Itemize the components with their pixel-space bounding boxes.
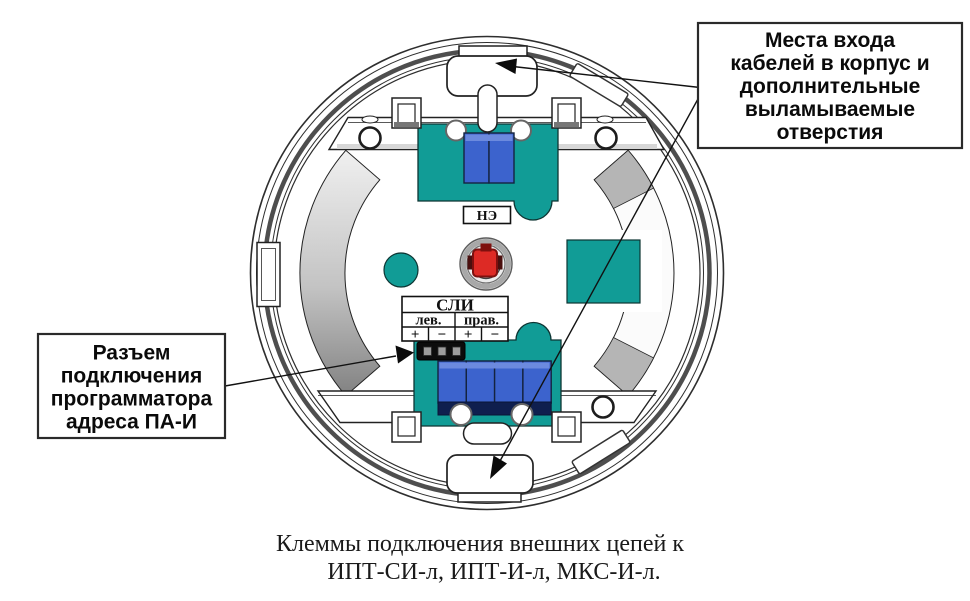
led-indicator [459, 237, 513, 291]
leader-lines [224, 65, 701, 462]
sli-title: СЛИ [436, 296, 474, 315]
connector-pin [452, 346, 461, 356]
bar-slot [596, 115, 614, 124]
side-tab-inner [261, 248, 276, 301]
stadium-slot-bottom [462, 422, 513, 445]
screw-hole [591, 395, 615, 419]
screw-hole [358, 126, 382, 150]
sli-sign: − [491, 327, 500, 343]
arrowhead-connector [395, 345, 414, 364]
terminal-block-sli [413, 321, 562, 445]
wire-guide [445, 119, 467, 142]
leader-line-programmer [224, 355, 397, 387]
callout-line: подключения [61, 365, 203, 388]
side-tab [256, 241, 281, 308]
stadium-slot-top [477, 84, 498, 133]
screw-posts [391, 97, 582, 443]
sli-sign: + [464, 327, 473, 343]
screw-hole [594, 126, 618, 150]
ne-label: НЭ [462, 205, 512, 225]
callout-line: адреса ПА-И [66, 411, 197, 434]
callout-line: дополнительные [740, 75, 921, 98]
ne-terminals [463, 132, 515, 184]
leader-line-top-entry [512, 65, 701, 89]
plate-right-top-segment [593, 149, 655, 210]
plate-right-bottom-segment [593, 336, 655, 397]
connector-pin [437, 346, 447, 356]
callout-programmer: Разъем подключения программатора адреса … [36, 332, 227, 440]
led-cap [480, 243, 492, 252]
led-body [472, 248, 498, 278]
callout-line: программатора [51, 388, 213, 411]
terminal-highlight [465, 134, 513, 141]
ne-label-text: НЭ [477, 209, 497, 224]
led-lead [467, 255, 475, 270]
terminal-cell [463, 132, 490, 184]
led-lead [495, 255, 503, 270]
wire-guide [449, 403, 473, 426]
knockout-bottom-right [571, 429, 631, 475]
teal-circle-component [383, 252, 419, 288]
callout-line: Места входа [765, 29, 895, 52]
sli-table: СЛИ лев. прав. + − + − [401, 296, 509, 343]
wire-guide [510, 403, 534, 426]
sli-col-right: прав. [464, 313, 499, 329]
screw-post [551, 97, 582, 129]
callout-line: выламываемые [745, 98, 915, 121]
arrowhead-top-entry [495, 58, 517, 74]
sli-table-grid [402, 311, 508, 341]
terminal-cell [488, 132, 515, 184]
terminal-block-ne [417, 84, 559, 221]
wire-guide [510, 119, 532, 142]
callout-line: отверстия [777, 121, 884, 144]
sli-sign: + [411, 327, 420, 343]
arrowheads [395, 58, 517, 479]
terminal-highlight [439, 362, 550, 369]
arrowhead-bottom-entry [490, 455, 507, 479]
callout-line: кабелей в корпус и [730, 52, 929, 75]
leader-line-bottom-entry [499, 97, 700, 462]
sli-sign: − [438, 327, 447, 343]
screw-post [391, 411, 422, 443]
bar-slot [361, 115, 379, 124]
caption-line-2: ИПТ-СИ-л, ИПТ-И-л, МКС-И-л. [327, 559, 660, 585]
connector-pin [423, 346, 432, 356]
screw-post [391, 97, 422, 129]
cable-entry-bottom [446, 454, 534, 503]
callout-line: Разъем [93, 342, 171, 365]
mounting-plate-left [299, 149, 381, 397]
caption-line-1: Клеммы подключения внешних цепей к [276, 531, 684, 557]
caption: Клеммы подключения внешних цепей к ИПТ-С… [276, 531, 684, 585]
screw-post [551, 411, 582, 443]
screw-holes [358, 126, 618, 419]
sli-col-left: лев. [415, 313, 441, 329]
callout-cable-entry: Места входа кабелей в корпус и дополните… [696, 21, 964, 150]
